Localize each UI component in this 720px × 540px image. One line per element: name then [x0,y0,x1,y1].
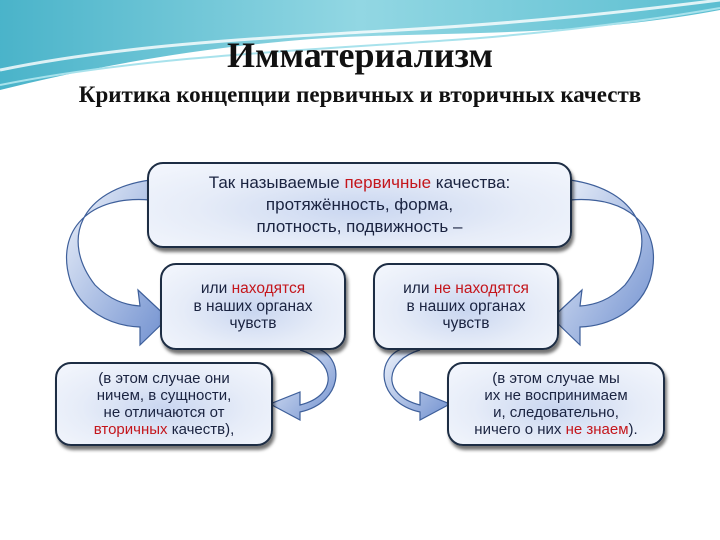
unknown-box: (в этом случае мы их не воспринимаем и, … [447,362,665,446]
highlight: не знаем [565,421,629,439]
decorative-wave-background [0,0,720,90]
text: чувств [229,315,277,333]
primary-qualities-box: Так называемые первичные качества: протя… [147,162,572,248]
text: ничем, в сущности, [96,386,232,404]
text: не отличаются от [103,404,225,421]
slide-title: Имматериализм [226,35,494,75]
text: их не воспринимаем [484,386,628,404]
highlight: находятся [231,279,306,297]
text: ничего о них [474,421,566,439]
text: (в этом случае они [98,369,230,387]
text: чувств [442,315,490,333]
text: Так называемые [208,172,345,192]
text: плотность, подвижность – [256,217,463,237]
text: или [403,279,434,297]
text: (в этом случае мы [492,369,620,387]
curved-arrow-bottom-left-icon [268,347,337,421]
curved-arrow-right-icon [551,179,655,347]
no-difference-box: (в этом случае они ничем, в сущности, не… [55,362,273,446]
curved-arrow-left-icon [65,179,169,347]
text: протяжённость, форма, [265,194,454,214]
slide-subtitle: Критика концепции первичных и вторичных … [78,82,642,107]
text: в наших органах [406,297,526,315]
text: ). [628,421,638,439]
text: качеств), [167,421,235,439]
text: в наших органах [193,297,313,315]
text: или [200,279,232,297]
not-in-senses-box: или не находятся в наших органах чувств [373,263,559,350]
curved-arrow-bottom-right-icon [383,347,452,421]
highlight: вторичных [93,421,168,439]
highlight-primary: первичные [344,172,432,192]
text: и, следовательно, [493,404,619,421]
text: качества: [431,172,511,192]
in-senses-box: или находятся в наших органах чувств [160,263,346,350]
highlight: не находятся [433,279,529,297]
